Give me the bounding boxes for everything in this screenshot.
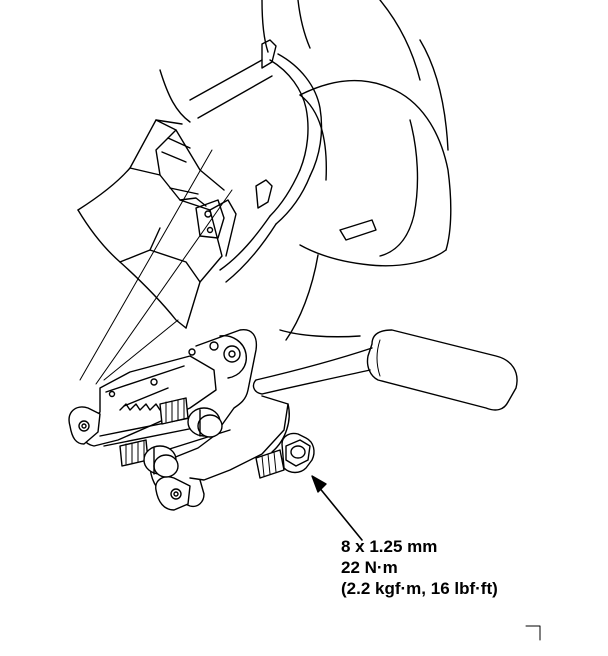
- lever-arm: [255, 347, 373, 381]
- torque-alt-label: (2.2 kgf·m, 16 lbf·ft): [341, 579, 498, 598]
- bolt-middle: [119, 439, 179, 478]
- mounting-ear-left: [68, 406, 101, 445]
- floor-tunnel-panel: [159, 0, 452, 341]
- leader-lines: [79, 149, 233, 385]
- torque-nm-label: 22 N·m: [341, 558, 398, 577]
- mounting-ear-bottom: [155, 476, 191, 511]
- parking-brake-lever-assembly: [68, 329, 518, 511]
- bolt-upper: [159, 397, 223, 438]
- bolt-size-label: 8 x 1.25 mm: [341, 537, 438, 556]
- callout-arrow: [311, 475, 363, 541]
- console-housing: [77, 119, 237, 329]
- torque-spec-callout: 8 x 1.25 mm 22 N·m (2.2 kgf·m, 16 lbf·ft…: [341, 536, 498, 599]
- bolt-callout: [255, 432, 315, 479]
- corner-mark: [525, 625, 541, 641]
- bracket-rail: [219, 39, 323, 283]
- lever-grip: [366, 329, 518, 411]
